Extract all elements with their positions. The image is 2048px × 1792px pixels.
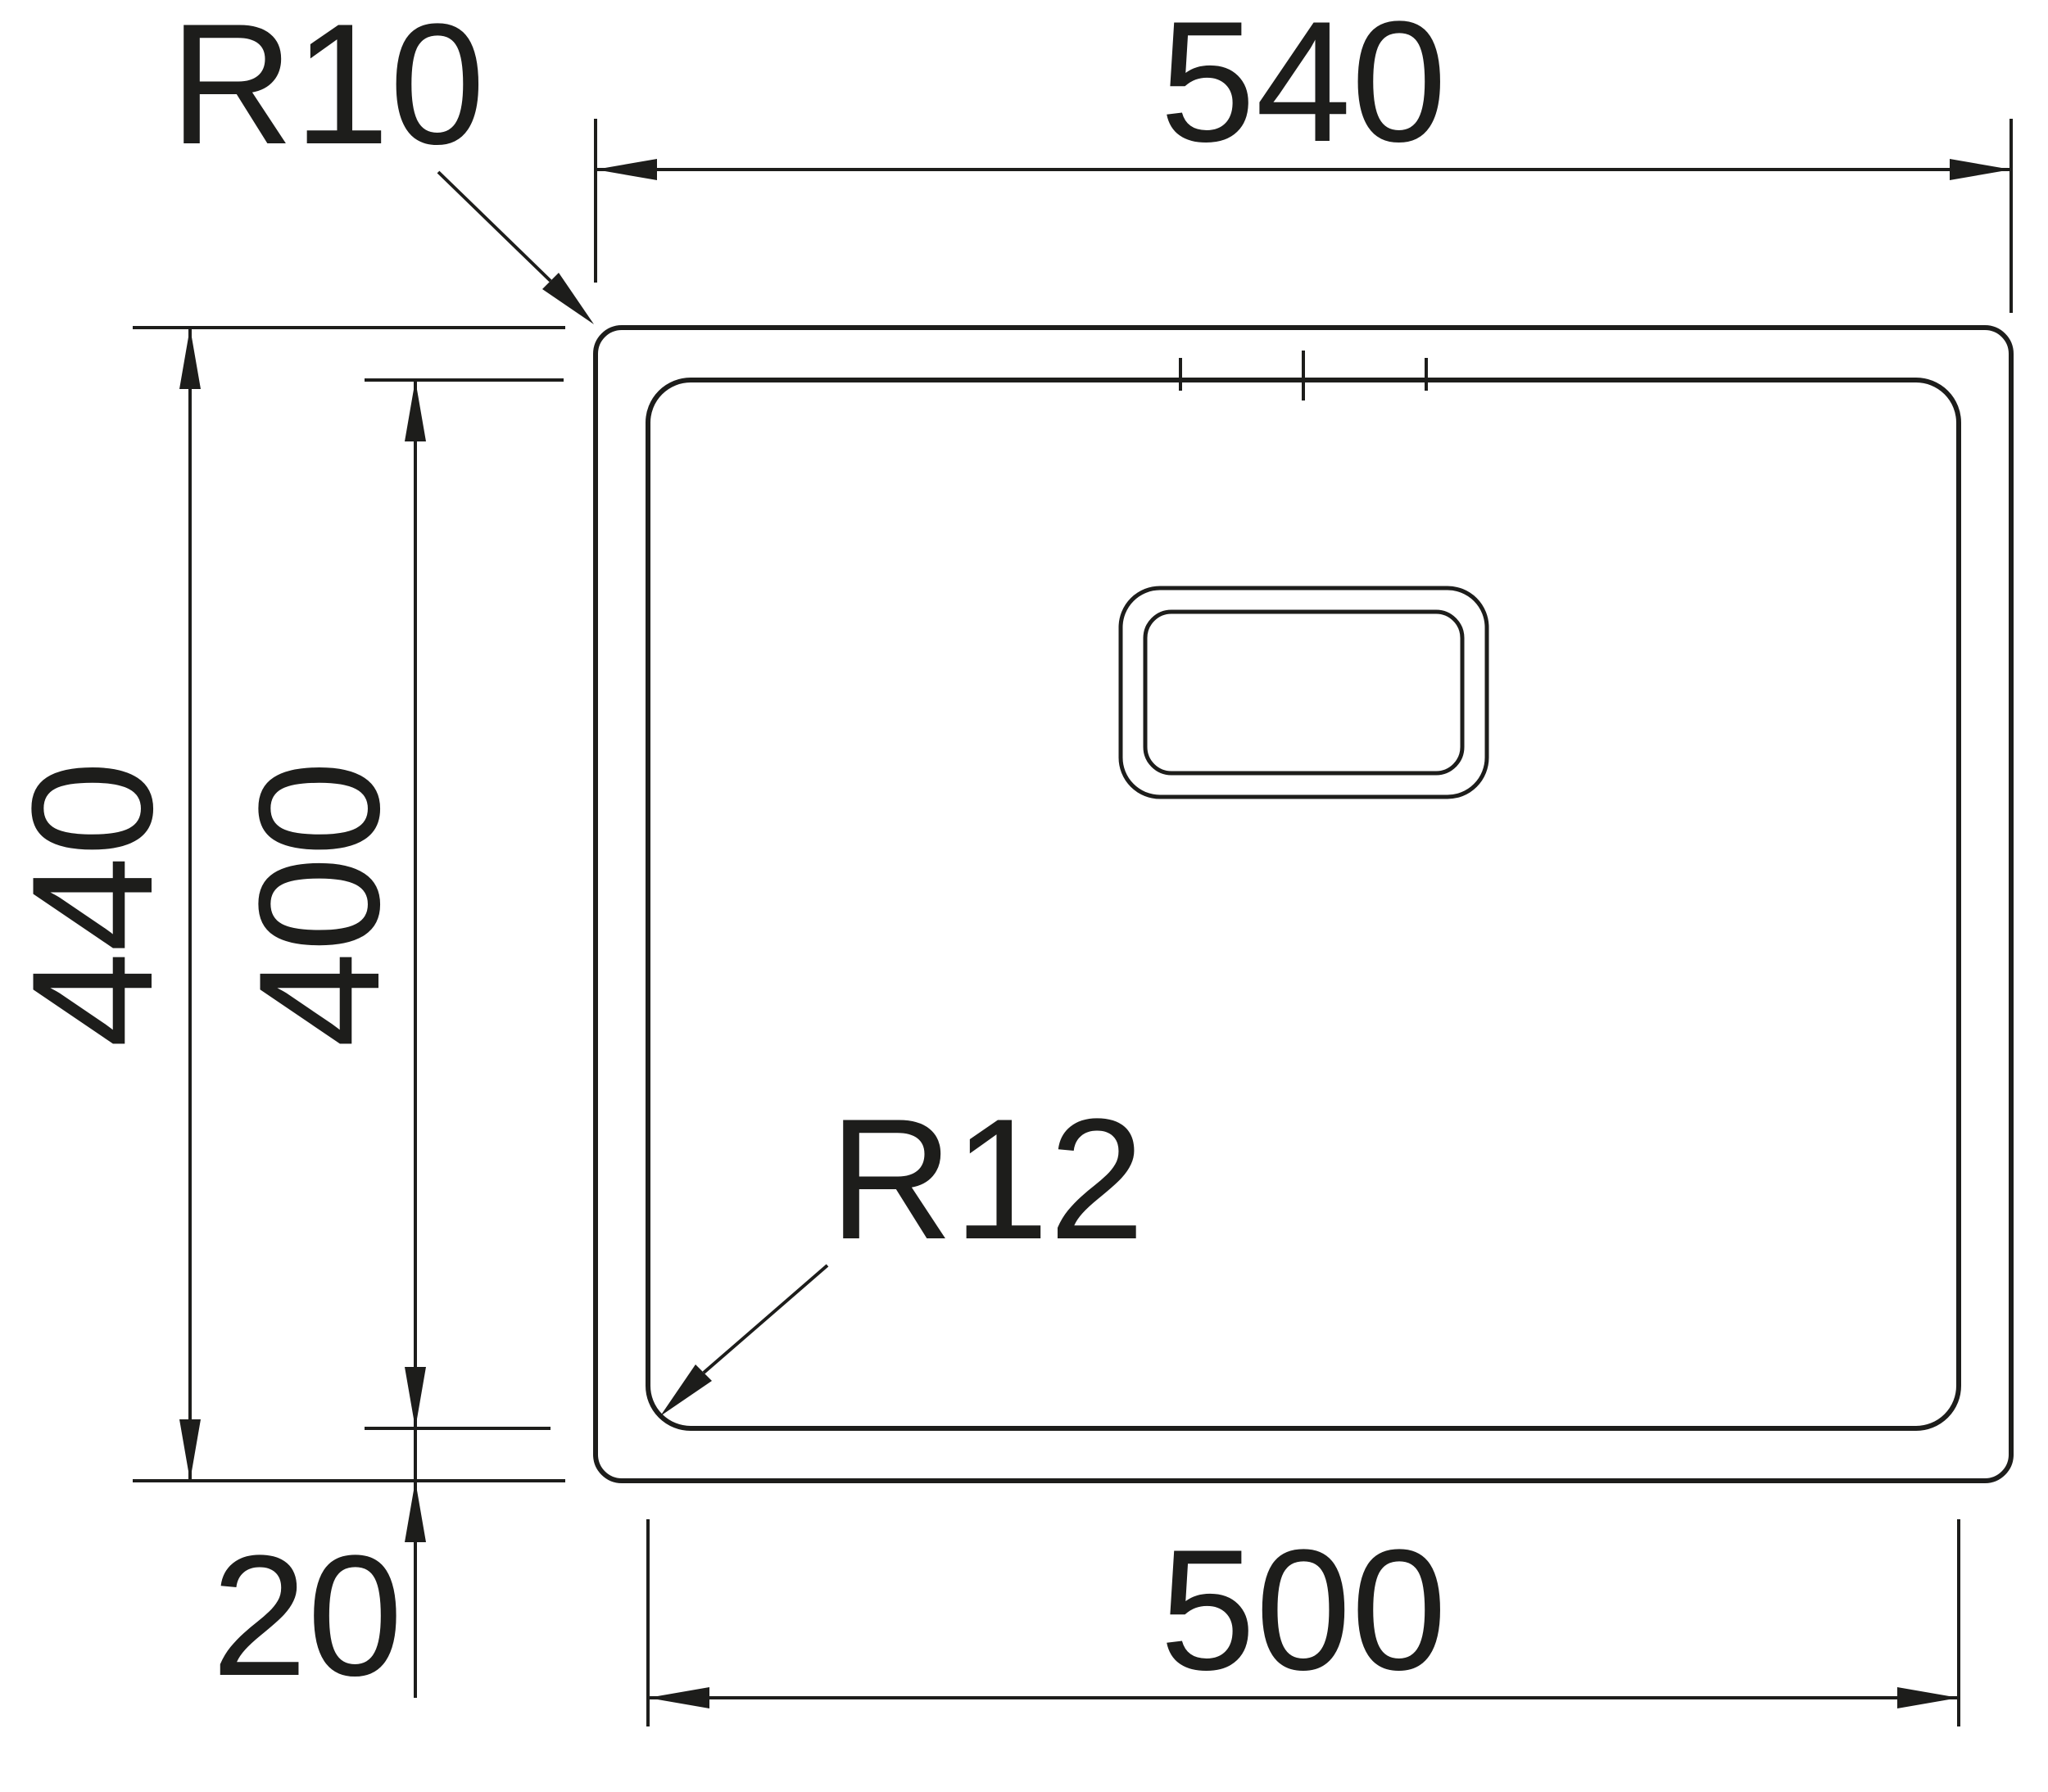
arrowhead-down-icon (405, 1367, 426, 1428)
dimension-inner-height: 400 (223, 378, 564, 1430)
leader-inner-corner-radius: R12 (660, 1083, 1144, 1416)
sink-body (593, 325, 2014, 1483)
arrowhead-right-icon (1897, 1687, 1959, 1708)
inner-height-label: 400 (223, 761, 415, 1048)
outer-height-label: 440 (0, 761, 188, 1048)
arrowhead-right-icon (1950, 159, 2011, 180)
arrowhead-up-icon (405, 1481, 426, 1542)
outer-corner-radius-label: R10 (170, 0, 485, 180)
arrowhead-left-icon (648, 1687, 709, 1708)
dimension-rim-offset: 20 (211, 1428, 426, 1712)
arrowhead-up-icon (405, 380, 426, 441)
arrowhead-corner-icon (542, 273, 594, 324)
arrowhead-down-icon (179, 1419, 201, 1481)
drain-opening-inner (1143, 609, 1465, 776)
arrowhead-up-icon (179, 328, 201, 389)
arrowhead-corner-icon (660, 1364, 712, 1416)
inner-corner-radius-label: R12 (829, 1083, 1144, 1275)
dimension-outer-height: 440 (0, 326, 565, 1482)
leader-outer-corner-radius: R10 (170, 0, 594, 324)
dimension-outer-width: 540 (594, 0, 2013, 313)
dimension-inner-width: 500 (646, 1514, 1960, 1726)
sink-outer-rim (593, 325, 2014, 1483)
outer-width-label: 540 (1160, 0, 1447, 178)
leader-line (437, 170, 552, 283)
leader-line (702, 1264, 829, 1374)
drain-opening-outer (1118, 586, 1489, 799)
inner-width-label: 500 (1160, 1514, 1447, 1706)
arrowhead-left-icon (596, 159, 657, 180)
rim-offset-label: 20 (211, 1519, 403, 1712)
